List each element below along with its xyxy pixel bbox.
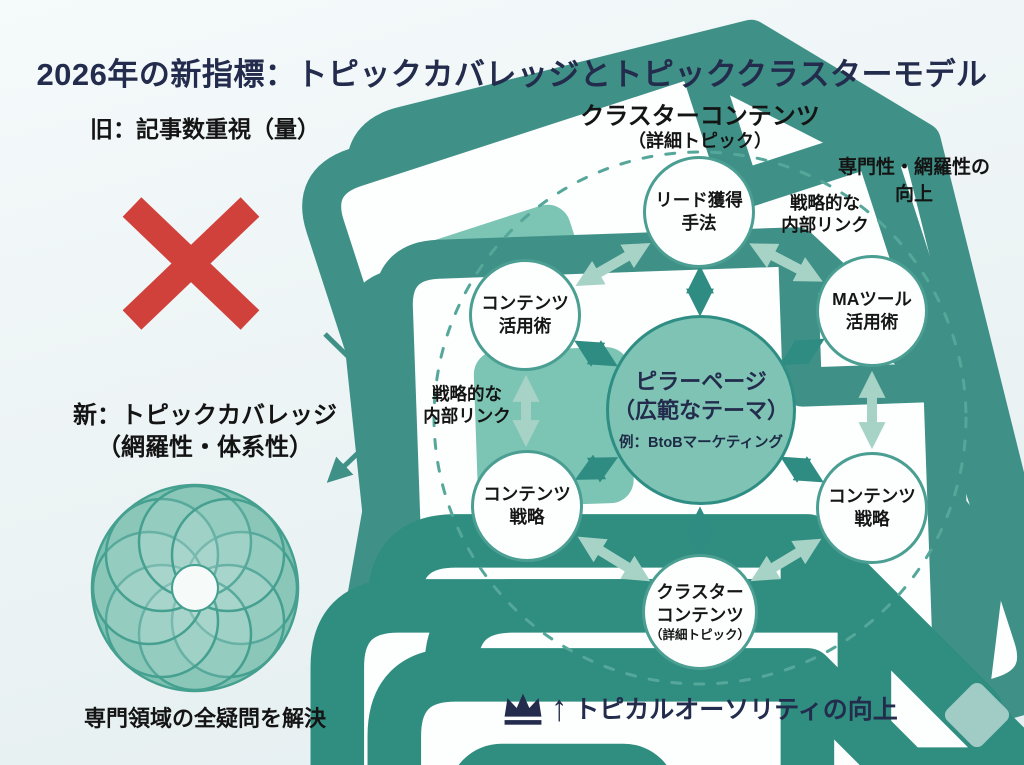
topical-authority-caption: ↑ トピカルオーソリティの向上 <box>420 689 980 727</box>
expertise-note-line1: 専門性・網羅性の <box>837 157 990 178</box>
cluster-content-label-line1: クラスターコンテンツ <box>580 103 820 130</box>
topical-authority-text: トピカルオーソリティの向上 <box>574 696 898 724</box>
pillar-page-subtitle: （広範なテーマ） <box>612 398 789 423</box>
strategic-link-label-left-line2: 内部リンク <box>423 406 511 427</box>
node-label-line: 戦略 <box>509 507 545 527</box>
internal-link-arrows <box>512 242 886 582</box>
node-label-line: 戦略 <box>854 509 890 529</box>
new-metric-heading-line2: （網羅性・体系性） <box>97 433 313 461</box>
expertise-note: 専門性・網羅性の 向上 <box>828 155 1000 208</box>
node-label-line: コンテンツ <box>483 484 571 505</box>
cluster-node-content-utilization: コンテンツ 活用術 <box>469 259 581 371</box>
strategic-link-label-top-line2: 内部リンク <box>781 215 869 236</box>
strategic-link-label-top: 戦略的な 内部リンク <box>766 192 884 237</box>
pillar-page-title: ピラーページ <box>635 369 767 395</box>
cluster-node-ma-tool: MAツール 活用術 <box>816 255 928 367</box>
cluster-boundary-dashed-circle <box>432 150 968 686</box>
cluster-content-label-line2: （詳細トピック） <box>628 130 772 151</box>
cluster-node-content-strategy-left: コンテンツ 戦略 <box>471 450 583 562</box>
node-label-line: MAツール <box>832 289 912 310</box>
pillar-page-example: 例：BtoBマーケティング <box>619 434 783 451</box>
node-label-line: コンテンツ <box>656 604 744 625</box>
node-label-line: 手法 <box>681 213 717 233</box>
old-metric-heading: 旧：記事数重視（量） <box>90 116 320 142</box>
strategic-link-label-left: 戦略的な 内部リンク <box>418 383 516 428</box>
node-label-line: リード獲得 <box>655 190 743 211</box>
crown-icon <box>504 693 542 725</box>
page-title: 2026年の新指標：トピックカバレッジとトピッククラスターモデル <box>36 56 988 92</box>
coverage-rosette-illustration <box>90 483 1024 765</box>
cluster-node-content-strategy-right: コンテンツ 戦略 <box>816 452 928 564</box>
new-metric-heading-line1: 新：トピックカバレッジ <box>73 402 337 429</box>
transition-arrow <box>323 332 407 483</box>
cluster-node-lead-acquisition: リード獲得 手法 <box>643 156 755 268</box>
up-arrow-icon: ↑ <box>551 687 568 729</box>
expertise-note-line2: 向上 <box>894 183 933 205</box>
node-label-line: コンテンツ <box>828 486 916 507</box>
new-metric-heading: 新：トピックカバレッジ （網羅性・体系性） <box>35 400 375 463</box>
pillar-link-arrows <box>574 265 825 558</box>
cluster-content-label: クラスターコンテンツ （詳細トピック） <box>540 103 860 151</box>
coverage-caption: 専門領域の全疑問を解決 <box>83 706 326 731</box>
pillar-page-node: ピラーページ （広範なテーマ） 例：BtoBマーケティング <box>606 315 796 505</box>
rejected-x-icon <box>122 197 260 330</box>
node-label-line: 活用術 <box>845 312 899 332</box>
node-label-line: コンテンツ <box>481 293 569 314</box>
cluster-node-cluster-content: クラスター コンテンツ （詳細トピック） <box>642 554 758 670</box>
node-label-line: 活用術 <box>498 316 552 336</box>
strategic-link-label-left-line1: 戦略的な <box>432 384 502 404</box>
strategic-link-label-top-line1: 戦略的な <box>790 193 860 213</box>
node-label-line: （詳細トピック） <box>649 627 750 642</box>
node-label-line: クラスター <box>656 582 744 603</box>
